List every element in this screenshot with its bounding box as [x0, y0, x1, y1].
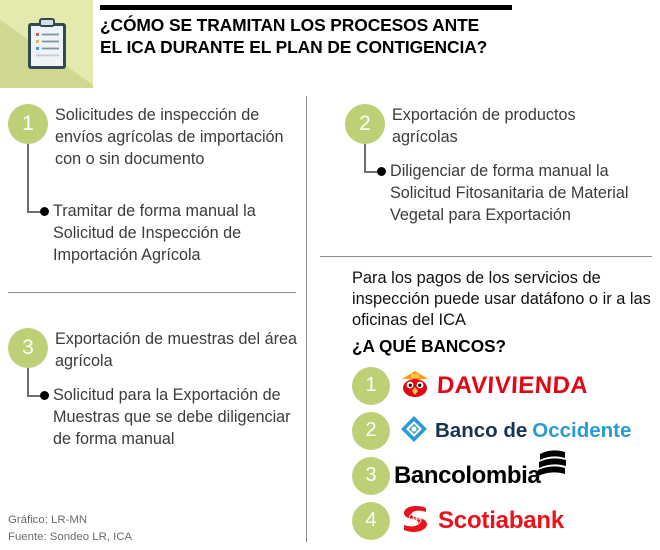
step-3-connector-vertical [27, 368, 29, 396]
bank-row-davivienda[interactable]: 1 DAVIVIENDA [352, 367, 652, 407]
column-divider [306, 96, 307, 542]
title-rule [100, 5, 512, 10]
payments-intro-text: Para los pagos de los servicios de inspe… [352, 269, 651, 329]
scotiabank-logo: Scotiabank [400, 502, 564, 540]
step-2-connector-horizontal [364, 171, 379, 173]
step-1-detail: Tramitar de forma manual la Solicitud de… [53, 202, 256, 265]
step-1-number: 1 [8, 104, 48, 144]
bancolombia-wordmark: Bancolombia [394, 462, 541, 489]
occidente-diamond-icon [400, 415, 428, 448]
step-3-connector-horizontal [27, 395, 42, 397]
step-2-connector-vertical [364, 144, 366, 172]
step-3-title: Exportación de muestras del área agrícol… [55, 330, 298, 371]
left-column-divider [8, 292, 296, 293]
davivienda-wordmark: DAVIVIENDA [436, 372, 589, 399]
clipboard-icon [27, 18, 67, 70]
step-2-number: 2 [345, 104, 385, 144]
bank-2-number: 2 [352, 412, 390, 450]
davivienda-house-icon [400, 370, 430, 403]
occidente-logo: Banco de Occidente [400, 412, 631, 450]
step-2-detail: Diligenciar de forma manual la Solicitud… [390, 162, 629, 225]
bank-row-occidente[interactable]: 2 Banco de Occidente [352, 412, 652, 452]
scotiabank-s-globe-icon [400, 504, 430, 539]
footer-source-credit: Fuente: Sondeo LR, ICA [8, 531, 133, 543]
header-accent-block [0, 0, 93, 88]
page-title: ¿CÓMO SE TRAMITAN LOS PROCESOS ANTE EL I… [100, 15, 640, 59]
bank-4-number: 4 [352, 502, 390, 540]
bancolombia-bars-icon [534, 449, 570, 484]
page-title-line-2: EL ICA DURANTE EL PLAN DE CONTIGENCIA? [100, 36, 488, 57]
bank-row-scotiabank[interactable]: 4 Scotiabank [352, 502, 652, 542]
scotiabank-wordmark: Scotiabank [438, 507, 565, 534]
step-3-number: 3 [8, 328, 48, 368]
step-3-bullet-dot [40, 391, 49, 400]
bank-3-number: 3 [352, 457, 390, 495]
step-2-bullet-dot [377, 167, 386, 176]
footer-graphic-credit: Gráfico: LR-MN [8, 514, 88, 526]
right-column-divider [320, 256, 652, 257]
step-1-title: Solicitudes de inspección de envíos agrí… [55, 106, 284, 169]
bank-1-number: 1 [352, 367, 390, 405]
occidente-wordmark-secondary: Occidente [532, 419, 632, 442]
occidente-wordmark-primary: Banco de [435, 419, 528, 442]
step-3-detail: Solicitud para la Exportación de Muestra… [53, 386, 291, 449]
step-1-connector-horizontal [27, 211, 42, 213]
step-1-connector-vertical [27, 144, 29, 212]
page-title-line-1: ¿CÓMO SE TRAMITAN LOS PROCESOS ANTE [100, 15, 480, 35]
bank-row-bancolombia[interactable]: 3 Bancolombia [352, 449, 652, 497]
step-2-title: Exportación de productos agrícolas [392, 106, 576, 147]
step-1-bullet-dot [40, 207, 49, 216]
bancolombia-logo: Bancolombia [394, 449, 570, 495]
banks-question: ¿A QUÉ BANCOS? [352, 336, 507, 356]
davivienda-logo: DAVIVIENDA [400, 367, 589, 405]
